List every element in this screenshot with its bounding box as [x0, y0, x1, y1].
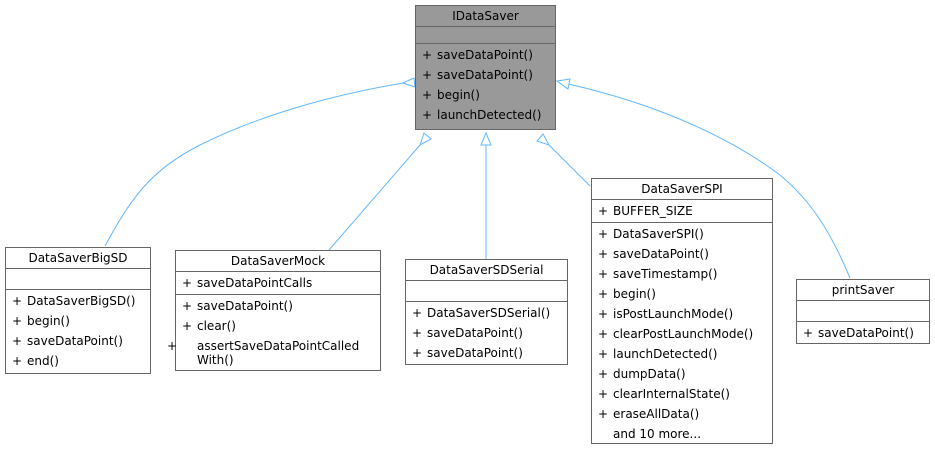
class-datasavermock[interactable]: DataSaverMock +saveDataPointCalls +saveD… [167, 250, 381, 371]
attributes-section [6, 269, 150, 290]
method-item: +begin() [422, 88, 480, 102]
methods-section: +DataSaverSPI() +saveDataPoint() +saveTi… [592, 223, 772, 445]
attribute-item: +saveDataPointCalls [182, 276, 313, 290]
method-item: +end() [12, 354, 59, 368]
method-item: +launchDetected() [598, 347, 718, 361]
method-item: +saveDataPoint() [412, 326, 523, 340]
method-item: +DataSaverBigSD() [12, 294, 136, 308]
arrowhead-print [555, 78, 571, 90]
class-datasaversdserial[interactable]: DataSaverSDSerial +DataSaverSDSerial() +… [405, 259, 568, 365]
edge-print [567, 83, 851, 279]
methods-section: +saveDataPoint() +clear() +assertSaveDat… [167, 295, 380, 371]
method-item: +DataSaverSDSerial() [412, 306, 551, 320]
method-item: +saveDataPoint() [422, 48, 533, 62]
edge-mock [328, 144, 421, 251]
class-title: printSaver [797, 280, 929, 301]
attributes-section [797, 301, 929, 322]
methods-section: +DataSaverBigSD() +begin() +saveDataPoin… [6, 290, 150, 372]
class-idatasaver[interactable]: IDataSaver +saveDataPoint() +saveDataPoi… [415, 5, 556, 130]
methods-section: +DataSaverSDSerial() +saveDataPoint() +s… [406, 302, 567, 364]
method-item: +clearPostLaunchMode() [598, 327, 754, 341]
method-item: +clearInternalState() [598, 387, 730, 401]
method-item: +saveDataPoint() [422, 68, 533, 82]
method-item: +saveDataPoint() [803, 326, 914, 340]
more-methods-link[interactable]: and 10 more... [613, 427, 702, 441]
attributes-section [406, 281, 567, 302]
method-item: +saveDataPoint() [598, 247, 709, 261]
method-item: +assertSaveDataPointCalled With() [167, 339, 360, 367]
method-item: +clear() [182, 319, 236, 333]
arrowhead-spi [536, 133, 551, 146]
class-printsaver[interactable]: printSaver +saveDataPoint() [796, 279, 930, 344]
class-datasaverspi[interactable]: DataSaverSPI +BUFFER_SIZE +DataSaverSPI(… [591, 178, 773, 444]
class-title: IDataSaver [416, 6, 555, 27]
method-item: +saveTimestamp() [598, 267, 718, 281]
class-title: DataSaverBigSD [6, 248, 150, 269]
edge-spi [548, 144, 591, 187]
class-title: DataSaverSPI [592, 179, 772, 200]
class-title: DataSaverSDSerial [406, 260, 567, 281]
method-item: +isPostLaunchMode() [598, 307, 734, 321]
arrowhead-bigsd [401, 77, 416, 88]
method-item: +saveDataPoint() [412, 346, 523, 360]
class-title: DataSaverMock [176, 251, 380, 272]
method-item: +eraseAllData() [598, 407, 700, 421]
attributes-section: +BUFFER_SIZE [592, 200, 772, 223]
method-item: +dumpData() [598, 367, 686, 381]
methods-section: +saveDataPoint() [797, 322, 929, 344]
attribute-item: +BUFFER_SIZE [598, 204, 693, 218]
arrowhead-sdserial [480, 131, 492, 146]
method-item: +launchDetected() [422, 108, 542, 122]
class-datasaverbigsd[interactable]: DataSaverBigSD +DataSaverBigSD() +begin(… [5, 247, 151, 374]
method-item: +saveDataPoint() [182, 299, 293, 313]
arrowhead-mock [419, 132, 432, 147]
attributes-section: +saveDataPointCalls [176, 272, 380, 295]
method-item: +DataSaverSPI() [598, 227, 704, 241]
methods-section: +saveDataPoint() +saveDataPoint() +begin… [416, 44, 555, 126]
edge-bigsd [104, 82, 404, 247]
attributes-section [416, 27, 555, 44]
method-item: +begin() [598, 287, 656, 301]
method-item: +saveDataPoint() [12, 334, 123, 348]
method-item: +begin() [12, 314, 70, 328]
